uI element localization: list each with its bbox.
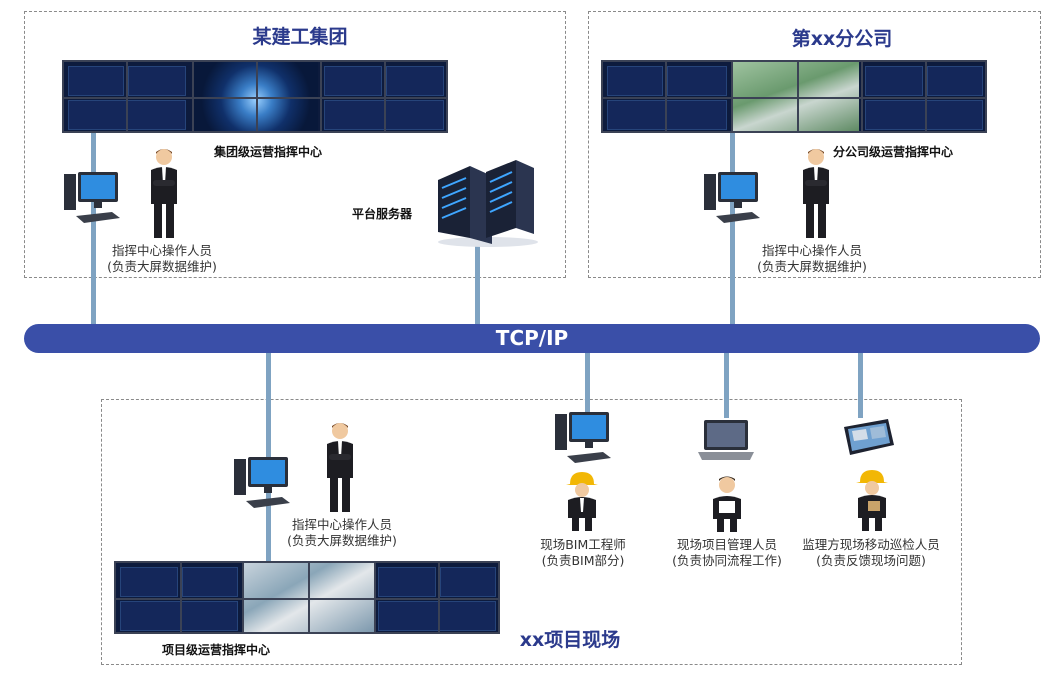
- laptop-icon: [698, 420, 754, 460]
- branch-connector-line: [730, 133, 735, 324]
- hq-center-label: 集团级运营指挥中心: [214, 145, 323, 159]
- project-manager-label: 现场项目管理人员 (负责协同流程工作): [652, 537, 802, 569]
- bim-engineer-icon: [566, 472, 598, 531]
- inspector-label: 监理方现场移动巡检人员 (负责反馈现场问题): [786, 537, 956, 569]
- bim-desktop-computer-icon: [555, 412, 611, 463]
- branch-desktop-computer-icon: [704, 172, 760, 223]
- manager-connector-line: [724, 353, 729, 418]
- hq-operator-label: 指挥中心操作人员 (负责大屏数据维护): [92, 243, 232, 275]
- project-businessman-icon: [327, 423, 353, 512]
- network-label: TCP/IP: [495, 326, 569, 350]
- branch-video-wall-icon: [601, 60, 987, 133]
- project-manager-duty: (负责协同流程工作): [672, 553, 782, 568]
- hq-video-wall-icon: [62, 60, 448, 133]
- hq-desktop-computer-icon: [64, 172, 120, 223]
- project-operator-duty: (负责大屏数据维护): [287, 533, 397, 548]
- branch-operator-duty: (负责大屏数据维护): [757, 259, 867, 274]
- bim-connector-line: [585, 353, 590, 413]
- inspector-duty: (负责反馈现场问题): [816, 553, 926, 568]
- hq-operator-duty: (负责大屏数据维护): [107, 259, 217, 274]
- branch-title: 第xx分公司: [791, 28, 893, 50]
- branch-operator-label: 指挥中心操作人员 (负责大屏数据维护): [742, 243, 882, 275]
- project-center-label: 项目级运营指挥中心: [162, 643, 271, 657]
- server-connector-line: [475, 245, 480, 324]
- server-label: 平台服务器: [352, 207, 413, 221]
- project-manager-role: 现场项目管理人员: [676, 537, 777, 552]
- project-desktop-computer-icon: [234, 457, 290, 508]
- branch-center-label: 分公司级运营指挥中心: [833, 145, 954, 159]
- project-title: xx项目现场: [519, 629, 621, 651]
- tcp-ip-network-bus: TCP/IP: [24, 324, 1040, 353]
- project-operator-role: 指挥中心操作人员: [291, 517, 392, 532]
- hq-connector-line: [91, 133, 96, 324]
- inspector-role: 监理方现场移动巡检人员: [802, 537, 940, 552]
- bim-engineer-role: 现场BIM工程师: [540, 537, 626, 552]
- hq-businessman-icon: [151, 149, 177, 238]
- bim-engineer-label: 现场BIM工程师 (负责BIM部分): [518, 537, 648, 569]
- project-video-wall-icon: [114, 561, 500, 634]
- tablet-icon: [844, 419, 894, 455]
- branch-operator-role: 指挥中心操作人员: [761, 243, 862, 258]
- hq-title: 某建工集团: [252, 26, 348, 48]
- bim-engineer-duty: (负责BIM部分): [541, 553, 625, 568]
- hq-operator-role: 指挥中心操作人员: [111, 243, 212, 258]
- branch-group-box: [588, 11, 1041, 278]
- manager-engineer-icon: [713, 476, 741, 532]
- inspector-connector-line: [858, 353, 863, 418]
- inspector-engineer-icon: [856, 470, 888, 531]
- project-operator-label: 指挥中心操作人员 (负责大屏数据维护): [272, 517, 412, 549]
- project-group-box: [101, 399, 962, 665]
- hq-group-box: [24, 11, 566, 278]
- server-rack-icon: [438, 160, 538, 247]
- branch-businessman-icon: [803, 149, 829, 238]
